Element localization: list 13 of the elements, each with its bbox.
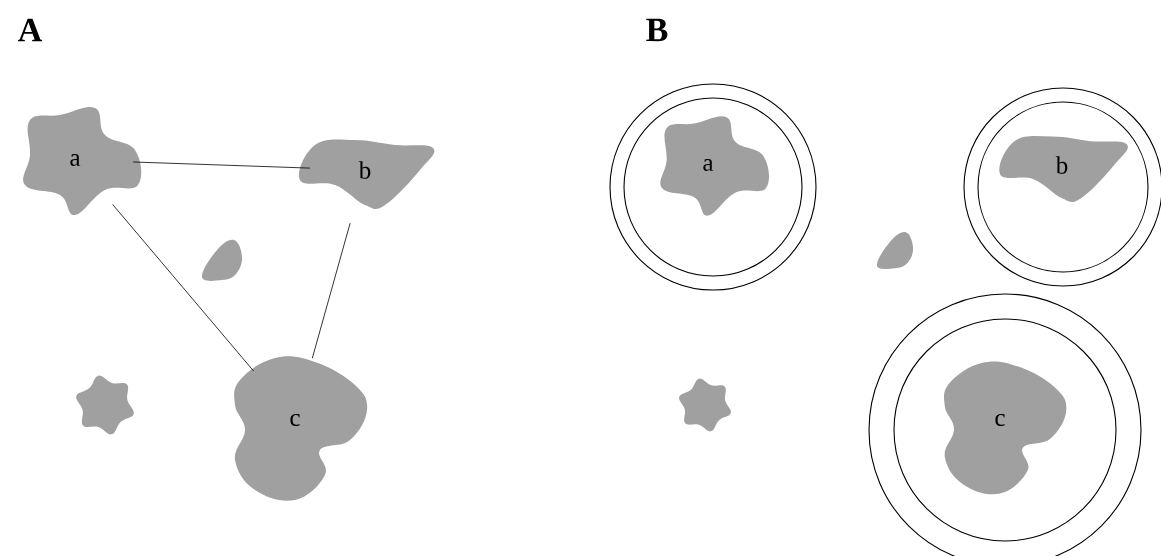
- panel-letter: B: [646, 18, 668, 42]
- blob-shape: [202, 239, 243, 281]
- blob-shape: [76, 375, 134, 435]
- blob-shape: [877, 232, 914, 269]
- ring-circle: [623, 97, 803, 277]
- blob-shape: [679, 378, 731, 432]
- ring-circle: [893, 318, 1117, 542]
- panel-letter: A: [18, 18, 43, 42]
- ring-circle: [977, 101, 1149, 273]
- connector-line: [112, 204, 254, 372]
- connector-line: [311, 222, 351, 359]
- connector-line: [132, 161, 311, 169]
- ring-circle: [609, 83, 817, 291]
